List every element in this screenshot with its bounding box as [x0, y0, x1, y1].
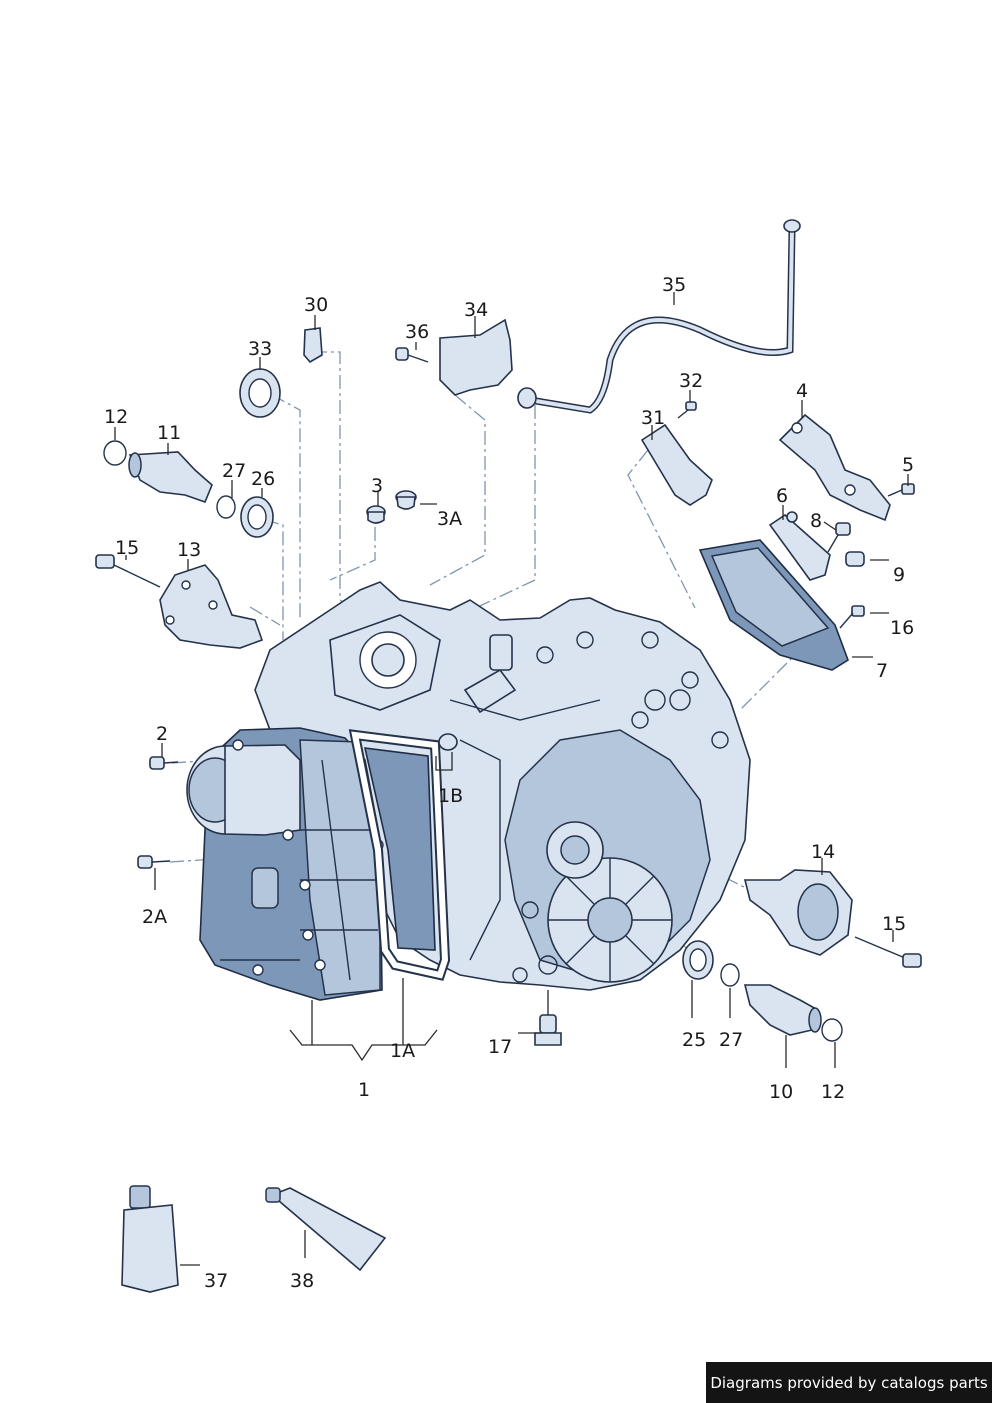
label-15-left: 15	[115, 537, 139, 559]
label-2A: 2A	[142, 906, 167, 928]
bolt-32	[677, 401, 697, 419]
breather-pipe-35	[517, 219, 801, 414]
flange-14	[743, 869, 853, 956]
label-27-right: 27	[719, 1029, 743, 1051]
seal-25	[682, 940, 714, 980]
bolt-8	[827, 522, 851, 553]
label-25: 25	[682, 1029, 706, 1051]
label-3: 3	[371, 475, 383, 497]
bolt-16	[839, 605, 865, 629]
sealant-tube-38	[265, 1187, 387, 1272]
label-30: 30	[304, 294, 328, 316]
flange-13	[159, 564, 264, 649]
label-4: 4	[796, 380, 808, 402]
cover-7	[698, 539, 849, 671]
ring-27-left	[216, 495, 236, 519]
label-6: 6	[776, 485, 788, 507]
label-8: 8	[810, 510, 822, 532]
label-9: 9	[893, 564, 905, 586]
plug-3A	[395, 490, 417, 510]
bolt-15-right	[854, 936, 922, 968]
bolt-36	[395, 347, 429, 363]
label-11: 11	[157, 422, 181, 444]
label-35: 35	[662, 274, 686, 296]
label-31: 31	[641, 407, 665, 429]
label-26: 26	[251, 468, 275, 490]
label-33: 33	[248, 338, 272, 360]
drive-shaft-10	[743, 984, 822, 1036]
label-38: 38	[290, 1270, 314, 1292]
label-12-right: 12	[821, 1081, 845, 1103]
plug-1B	[438, 733, 458, 751]
part-labels: 30 34 36 33 35 32 31 4 5 6 8 9 16 7 12 1…	[104, 274, 914, 1292]
seal-33	[239, 368, 281, 418]
label-2: 2	[156, 723, 168, 745]
label-1B: 1B	[438, 785, 463, 807]
label-12-left: 12	[104, 406, 128, 428]
credit-text: Diagrams provided by catalogs parts	[710, 1373, 988, 1392]
bolt-2	[149, 756, 179, 770]
label-5: 5	[902, 454, 914, 476]
label-27-left: 27	[222, 460, 246, 482]
label-13: 13	[177, 539, 201, 561]
bolt-5	[887, 483, 915, 497]
credit-banner: Diagrams provided by catalogs parts	[706, 1362, 992, 1403]
label-16: 16	[890, 617, 914, 639]
oil-bottle-37	[121, 1185, 179, 1293]
mechatronic-unit	[186, 727, 384, 1001]
label-1: 1	[358, 1079, 370, 1101]
circlip-12-left	[103, 440, 127, 466]
nut-9	[845, 551, 865, 567]
sensor-bracket-31	[640, 423, 713, 506]
drain-plug-17	[534, 1014, 562, 1046]
label-34: 34	[464, 299, 488, 321]
bolt-15-left	[95, 554, 161, 588]
label-36: 36	[405, 321, 429, 343]
seal-26	[240, 496, 274, 538]
label-37: 37	[204, 1270, 228, 1292]
label-7: 7	[876, 660, 888, 682]
ring-27-right	[720, 963, 740, 987]
gasket	[348, 729, 451, 981]
label-15-right: 15	[882, 913, 906, 935]
circlip-12-right	[821, 1018, 843, 1042]
bracket-4	[778, 413, 891, 522]
drive-shaft-11	[128, 451, 213, 504]
label-17: 17	[488, 1036, 512, 1058]
bolt-2A	[137, 855, 171, 869]
label-10: 10	[769, 1081, 793, 1103]
heat-shield-34	[439, 318, 513, 396]
label-14: 14	[811, 841, 835, 863]
clip-30	[303, 327, 323, 364]
plug-3	[366, 505, 386, 524]
leader-lines	[114, 292, 909, 1266]
label-32: 32	[679, 370, 703, 392]
label-1A: 1A	[390, 1040, 415, 1062]
label-3A: 3A	[437, 508, 462, 530]
